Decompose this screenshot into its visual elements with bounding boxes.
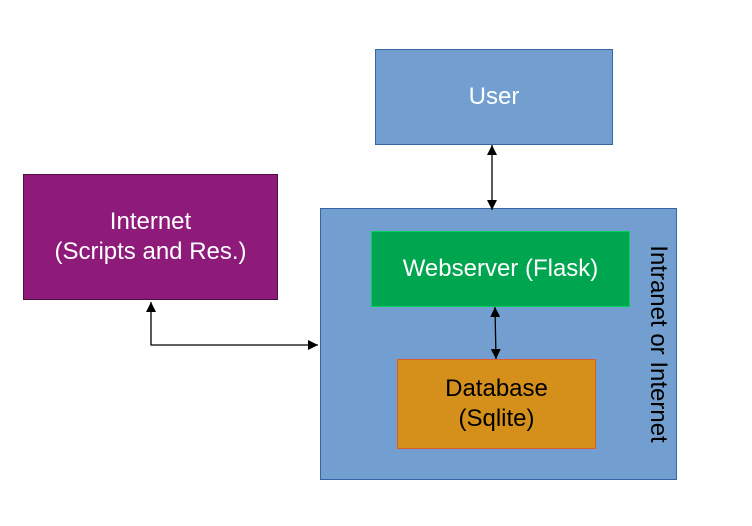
webserver-label: Webserver (Flask) [402, 255, 599, 282]
database-node: Database (Sqlite) [397, 359, 596, 449]
internet-intranet-connector [146, 302, 318, 350]
database-label-line1: Database [445, 375, 548, 402]
internet-node: Internet (Scripts and Res.) [23, 174, 278, 300]
user-node: User [375, 49, 613, 145]
internet-label-line2: (Scripts and Res.) [54, 238, 247, 265]
user-label: User [468, 83, 520, 110]
webserver-node: Webserver (Flask) [371, 231, 630, 307]
webserver-database-connector [490, 306, 501, 360]
internet-label-line1: Internet [109, 208, 192, 235]
database-label-line2: (Sqlite) [458, 405, 535, 432]
